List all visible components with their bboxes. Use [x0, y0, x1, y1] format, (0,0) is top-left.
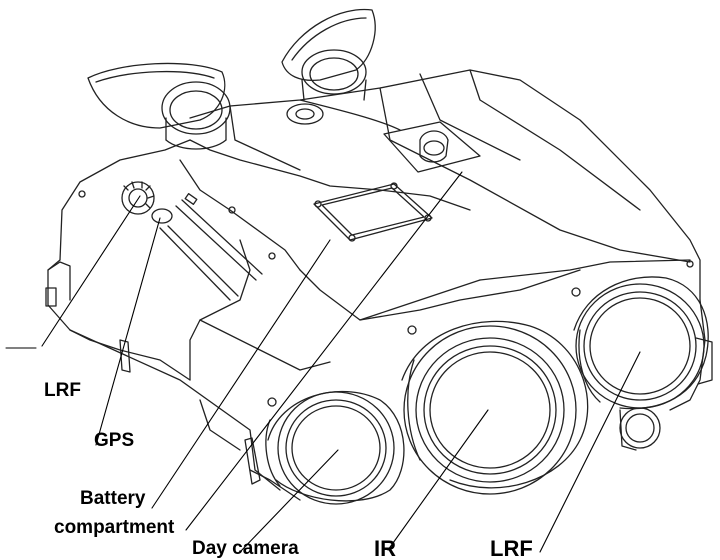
housing — [45, 69, 713, 501]
label-ir: IR — [374, 536, 396, 560]
right-eyecup — [281, 8, 376, 101]
left-eyecup — [87, 62, 231, 150]
leader-lrf-right — [539, 351, 641, 553]
leader-lines — [5, 171, 641, 553]
top-knob — [286, 103, 324, 125]
label-compartment: compartment — [54, 517, 175, 538]
leader-day-camera — [239, 449, 339, 553]
day-camera-lens — [265, 390, 405, 505]
ir-lens — [401, 320, 589, 495]
leader-compartment — [185, 171, 463, 531]
label-day-camera: Day camera — [192, 538, 299, 559]
lanyard-mount — [383, 121, 481, 173]
side-dial — [121, 181, 276, 301]
lrf-receiver-lens — [619, 407, 661, 451]
leader-battery — [151, 239, 331, 509]
label-lrf-left: LRF — [44, 380, 81, 401]
lrf-lens-right — [573, 276, 709, 410]
leader-gps — [95, 217, 161, 446]
screws — [78, 190, 694, 407]
leader-ir — [387, 409, 489, 551]
label-lrf-right: LRF — [490, 536, 533, 560]
leader-lrf-left — [41, 195, 141, 347]
label-gps: GPS — [94, 430, 135, 451]
top-cover-plate — [313, 182, 433, 242]
label-battery: Battery — [80, 488, 146, 509]
